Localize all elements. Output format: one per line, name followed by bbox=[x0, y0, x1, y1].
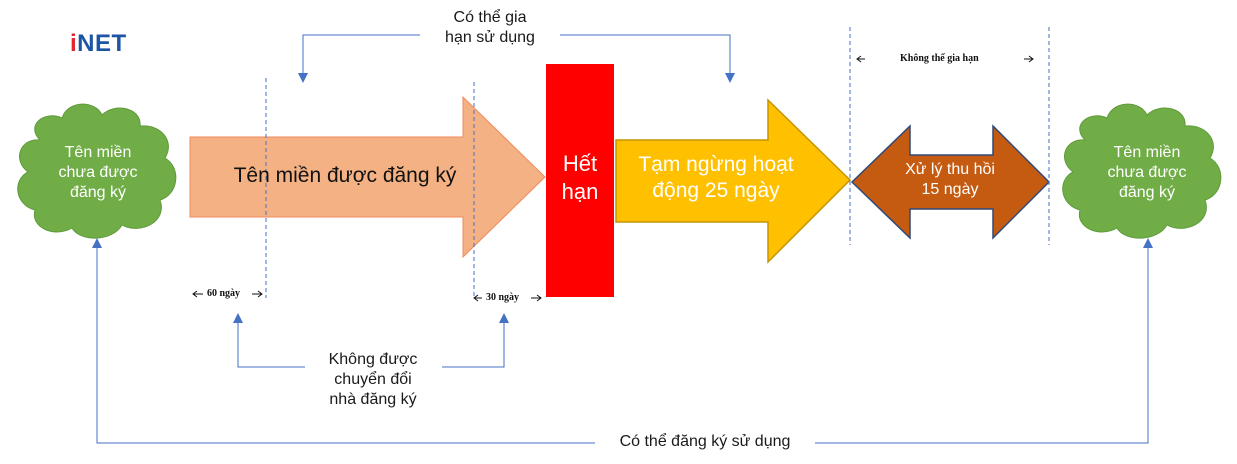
left-cloud-shape bbox=[17, 103, 177, 239]
renew-connector bbox=[298, 34, 735, 83]
left-cloud-line-3: đăng ký bbox=[69, 184, 127, 201]
logo-suffix: NET bbox=[77, 30, 127, 57]
expired-block-shape bbox=[546, 64, 614, 297]
registered-arrow-label: Tên miền được đăng ký bbox=[233, 164, 457, 187]
right-cloud-label: Tên miền chưa được đăng ký bbox=[1067, 143, 1227, 203]
renew-line-2: hạn sử dụng bbox=[445, 29, 535, 46]
recovery-line-1: Xử lý thu hồi bbox=[905, 161, 995, 178]
no-transfer-label: Không được chuyển đổi nhà đăng ký bbox=[298, 350, 448, 410]
right-cloud-line-3: đăng ký bbox=[1118, 184, 1176, 201]
expired-line-2: hạn bbox=[561, 178, 599, 204]
right-cloud-shape bbox=[1062, 103, 1222, 239]
recovery-line-2: 15 ngày bbox=[921, 181, 979, 198]
day60-label: 60 ngày bbox=[207, 288, 241, 299]
suspend-line-1: Tạm ngừng hoạt bbox=[638, 153, 794, 176]
logo-prefix: i bbox=[70, 30, 78, 57]
day-markers bbox=[192, 55, 1034, 302]
renew-label: Có thể gia hạn sử dụng bbox=[420, 8, 560, 48]
no-transfer-line-2: chuyển đổi bbox=[334, 371, 412, 388]
suspend-line-2: động 25 ngày bbox=[652, 179, 780, 203]
right-cloud-line-1: Tên miền bbox=[1113, 144, 1181, 161]
suspend-label: Tạm ngừng hoạt động 25 ngày bbox=[616, 152, 816, 205]
registered-arrow-shape bbox=[189, 95, 546, 259]
right-cloud-line-2: chưa được bbox=[1107, 164, 1187, 181]
day30-label: 30 ngày bbox=[486, 292, 520, 303]
dashed-guides bbox=[265, 27, 1050, 298]
no-renew-label: Không thể gia hạn bbox=[900, 53, 979, 64]
no-transfer-connector bbox=[233, 313, 509, 368]
expired-label: Hết hạn bbox=[546, 150, 614, 205]
recovery-label: Xử lý thu hồi 15 ngày bbox=[880, 160, 1020, 200]
left-cloud-label: Tên miền chưa được đăng ký bbox=[28, 143, 168, 203]
inet-logo: iNET bbox=[70, 30, 127, 58]
register-again-label: Có thể đăng ký sử dụng bbox=[595, 432, 815, 452]
renew-line-1: Có thể gia bbox=[453, 9, 527, 26]
expired-line-1: Hết bbox=[562, 151, 598, 176]
suspend-arrow-shape bbox=[615, 98, 852, 264]
no-transfer-line-1: Không được bbox=[328, 351, 418, 368]
no-transfer-line-3: nhà đăng ký bbox=[329, 391, 417, 408]
register-again-connector bbox=[92, 238, 1153, 444]
left-cloud-line-1: Tên miền bbox=[64, 144, 132, 161]
left-cloud-line-2: chưa được bbox=[58, 164, 138, 181]
